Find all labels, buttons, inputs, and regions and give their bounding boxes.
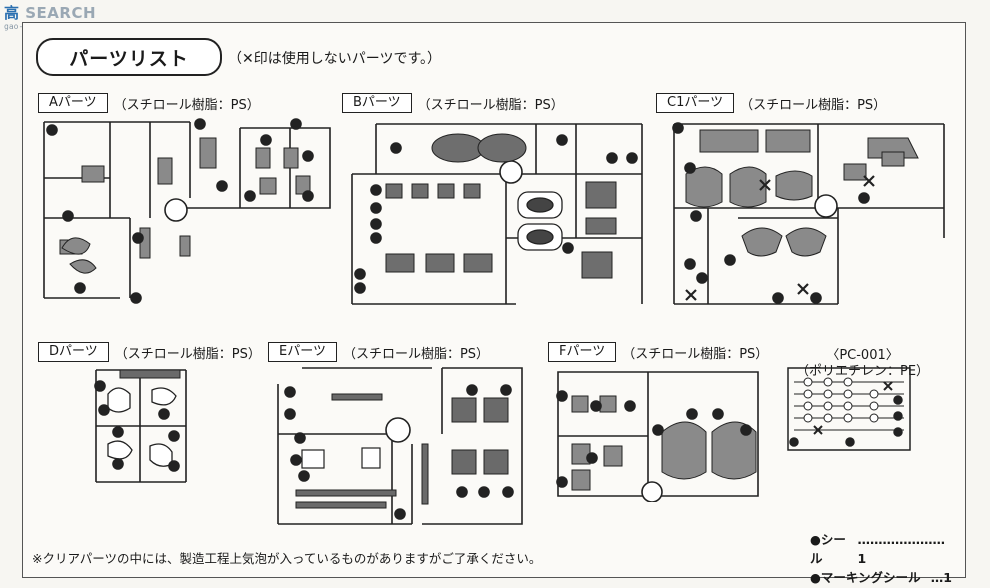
accessory-inventory: ●シール …………………1 ●マーキングシール …1 [810, 530, 952, 587]
watermark: 高 SEARCH [4, 4, 97, 22]
runner-c1-diagram [668, 118, 948, 308]
runner-a-diagram [40, 118, 336, 308]
part-label-f: Fパーツ （スチロール樹脂：PS） [548, 342, 768, 362]
part-label-d: Dパーツ （スチロール樹脂：PS） [38, 342, 261, 362]
runner-f-diagram [552, 366, 762, 502]
page-title: パーツリスト [36, 38, 222, 76]
parts-list-frame [22, 22, 966, 578]
inventory-row-marking-sticker: ●マーキングシール …1 [810, 570, 952, 585]
part-label-e: Eパーツ （スチロール樹脂：PS） [268, 342, 489, 362]
runner-e-diagram [272, 364, 532, 530]
runner-b-diagram [346, 118, 646, 308]
footer-note: ※クリアパーツの中には、製造工程上気泡が入っているものがありますがご了承ください… [32, 551, 542, 566]
part-label-b: Bパーツ （スチロール樹脂：PS） [342, 93, 564, 113]
runner-d-diagram [90, 366, 194, 486]
inventory-row-sticker: ●シール …………………1 [810, 532, 946, 566]
part-label-c1: C1パーツ （スチロール樹脂：PS） [656, 93, 886, 113]
title-note: （✕印は使用しないパーツです。） [228, 51, 442, 67]
part-label-a: Aパーツ （スチロール樹脂：PS） [38, 93, 260, 113]
runner-pc001-diagram [784, 364, 914, 454]
